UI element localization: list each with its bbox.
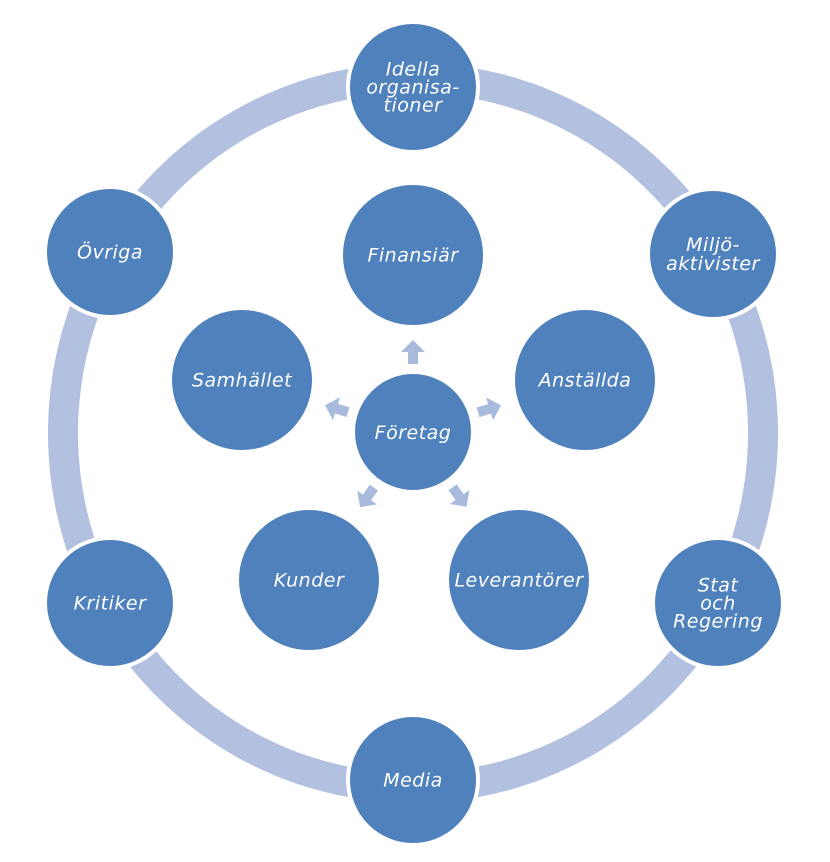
node-label-line: Regering	[673, 610, 763, 632]
node-circle	[43, 185, 177, 319]
node-label-line: Kritiker	[74, 593, 147, 615]
arrows	[325, 340, 502, 508]
outer-node-kritiker: Kritiker	[43, 536, 177, 670]
node-label-line: aktivister	[666, 253, 760, 275]
node-label-line: Miljö-	[686, 234, 740, 256]
inner-node-samhallet: Samhället	[168, 306, 316, 454]
node-label-line: Företag	[375, 422, 452, 444]
node-label: Anställda	[537, 370, 632, 392]
node-label: Kritiker	[74, 593, 147, 615]
node-circle	[351, 370, 475, 494]
node-label: Företag	[375, 422, 452, 444]
arrow-shape	[325, 397, 350, 421]
node-label-line: och	[700, 592, 736, 614]
node-label-line: Övriga	[77, 241, 143, 264]
node-circle	[339, 181, 487, 329]
node-circle	[651, 536, 785, 670]
node-label: Samhället	[192, 370, 293, 392]
node-label-line: Media	[383, 770, 443, 792]
inner-node-leverantorer: Leverantörer	[445, 506, 593, 654]
node-label: Leverantörer	[454, 569, 584, 591]
node-circle	[511, 306, 659, 454]
arrow-shape	[357, 484, 378, 508]
arrow-shape	[401, 340, 425, 364]
node-label-line: Idella	[386, 58, 441, 80]
node-label-line: Kunder	[274, 570, 345, 592]
node-circle	[168, 306, 316, 454]
node-circle	[235, 506, 383, 654]
node-label: Finansiär	[367, 245, 459, 267]
node-label: Övriga	[77, 241, 143, 264]
inner-node-finansiar: Finansiär	[339, 181, 487, 329]
node-label: Media	[383, 770, 443, 792]
node-circle	[646, 187, 780, 321]
node-circle	[445, 506, 593, 654]
node-label-line: Anställda	[537, 370, 632, 392]
outer-node-ovriga: Övriga	[43, 185, 177, 319]
node-label-line: Samhället	[192, 370, 293, 392]
node-circle	[43, 536, 177, 670]
arrow-shape	[448, 484, 470, 507]
node-label-line: Finansiär	[367, 245, 459, 267]
arrow-shape	[476, 397, 502, 421]
node-label-line: Leverantörer	[454, 569, 584, 591]
node-circle	[346, 20, 480, 154]
node-label: Miljö-aktivister	[666, 234, 760, 275]
node-label-line: Stat	[698, 574, 740, 596]
node-label: Kunder	[274, 570, 345, 592]
outer-node-miljo: Miljö-aktivister	[646, 187, 780, 321]
center-node-foretag: Företag	[351, 370, 475, 494]
node-label-line: tioner	[384, 94, 444, 116]
inner-node-anstallda: Anställda	[511, 306, 659, 454]
node-label-line: organisa-	[366, 76, 459, 98]
outer-node-media: Media	[346, 713, 480, 847]
node-circle	[346, 713, 480, 847]
inner-node-kunder: Kunder	[235, 506, 383, 654]
